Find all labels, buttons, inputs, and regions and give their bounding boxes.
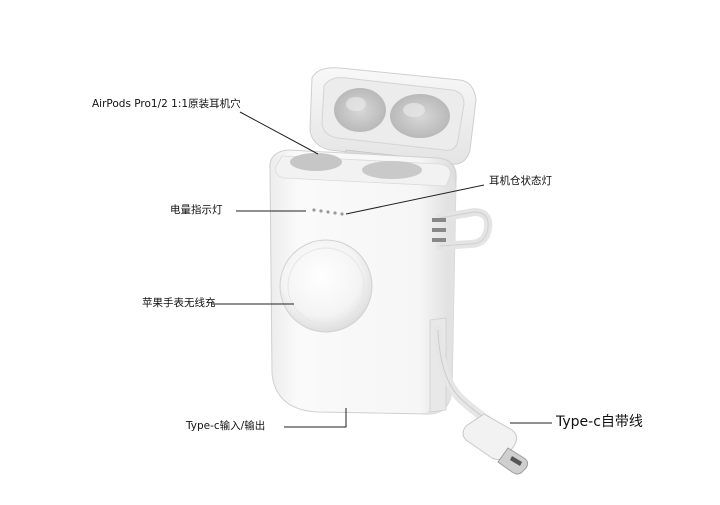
case-lid — [309, 67, 477, 165]
earbud-well-right — [362, 161, 422, 179]
lanyard-loop — [432, 207, 493, 250]
callout-airpods-slot: AirPods Pro1/2 1:1原装耳机穴 — [92, 98, 241, 110]
callout-watch-wireless-charger: 苹果手表无线充 — [142, 297, 216, 309]
callout-case-status-light: 耳机仓状态灯 — [489, 175, 552, 187]
callout-built-in-cable: Type-c自带线 — [556, 414, 643, 430]
callout-typec-port: Type-c输入/输出 — [186, 420, 266, 432]
earbud-well-left — [290, 153, 342, 171]
watch-charging-pad — [279, 239, 373, 333]
leader-airpods-slot — [239, 111, 319, 155]
callout-battery-indicator: 电量指示灯 — [170, 204, 223, 216]
built-in-typec-cable — [433, 325, 529, 475]
leader-typec-port — [284, 408, 347, 428]
callout-leader-lines — [212, 111, 552, 428]
leader-case-status-light — [345, 184, 485, 215]
battery-indicator-dots — [312, 208, 344, 216]
